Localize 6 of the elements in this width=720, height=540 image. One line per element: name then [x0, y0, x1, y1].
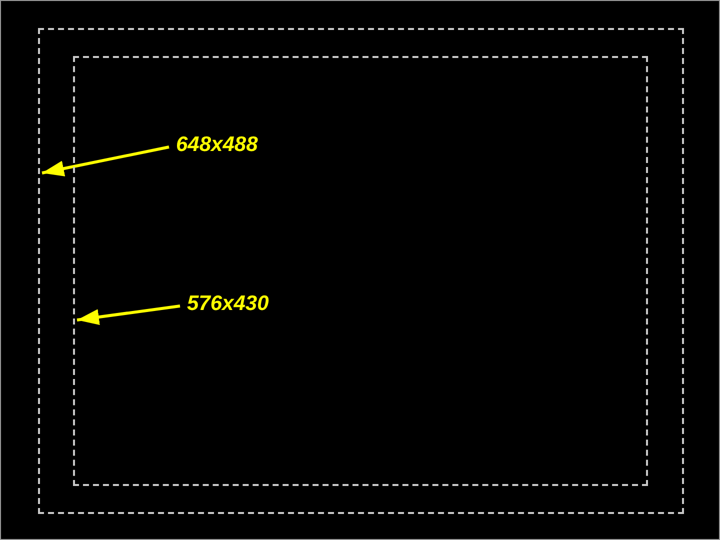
- dimension-label: 576x430: [187, 292, 269, 316]
- leader-arrow: [42, 146, 170, 176]
- dashed-frame: [73, 56, 648, 486]
- dimension-label: 648x488: [176, 133, 258, 157]
- leader-arrow: [76, 304, 180, 325]
- dashed-frame: [38, 28, 684, 514]
